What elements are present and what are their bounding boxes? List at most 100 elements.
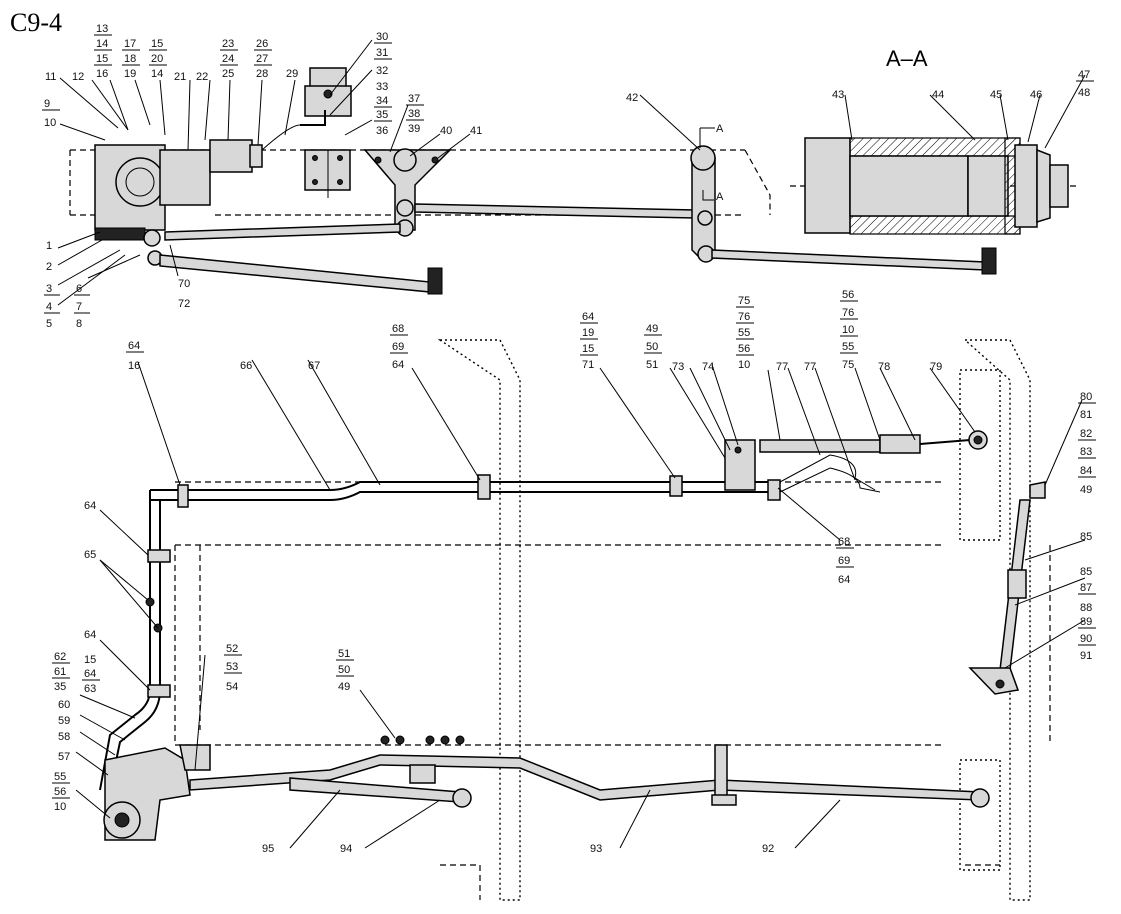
label-71: 71 xyxy=(582,359,594,371)
label-84: 84 xyxy=(1080,465,1092,477)
label-68b: 68 xyxy=(838,536,850,548)
label-45: 45 xyxy=(990,89,1002,101)
label-50b: 50 xyxy=(338,664,350,676)
label-20: 20 xyxy=(151,53,163,65)
label-25: 25 xyxy=(222,68,234,80)
return-pipe xyxy=(150,491,780,501)
label-10d: 10 xyxy=(54,801,66,813)
label-31: 31 xyxy=(376,47,388,59)
label-2: 2 xyxy=(46,261,52,273)
label-64g: 64 xyxy=(84,668,96,680)
control-valve xyxy=(159,149,211,206)
label-64c: 64 xyxy=(582,311,594,323)
label-75b: 75 xyxy=(842,359,854,371)
label-15a: 15 xyxy=(96,53,108,65)
label-4: 4 xyxy=(46,301,52,313)
label-42: 42 xyxy=(626,92,638,104)
label-58: 58 xyxy=(58,731,70,743)
label-77b: 77 xyxy=(804,361,816,373)
label-34: 34 xyxy=(376,95,388,107)
label-33: 33 xyxy=(376,81,388,93)
label-83: 83 xyxy=(1080,446,1092,458)
label-85a: 85 xyxy=(1080,531,1092,543)
label-48: 48 xyxy=(1078,87,1090,99)
label-11: 11 xyxy=(45,71,56,83)
label-49c: 49 xyxy=(338,681,350,693)
label-49b: 49 xyxy=(1080,484,1092,496)
label-77a: 77 xyxy=(776,361,788,373)
label-56c: 56 xyxy=(54,786,66,798)
label-56a: 56 xyxy=(738,343,750,355)
label-10a: 10 xyxy=(44,117,56,129)
label-39: 39 xyxy=(408,123,420,135)
label-14a: 14 xyxy=(96,38,108,50)
label-82: 82 xyxy=(1080,428,1092,440)
label-55c: 55 xyxy=(54,771,66,783)
label-26: 26 xyxy=(256,38,268,50)
label-56b: 56 xyxy=(842,289,854,301)
label-94: 94 xyxy=(340,843,352,855)
label-72: 72 xyxy=(178,298,190,310)
label-15b: 15 xyxy=(151,38,163,50)
label-46: 46 xyxy=(1030,89,1042,101)
tie-rod-upper xyxy=(159,254,431,293)
label-73: 73 xyxy=(672,361,684,373)
section-title: A–A xyxy=(886,46,928,71)
label-28: 28 xyxy=(256,68,268,80)
label-50a: 50 xyxy=(646,341,658,353)
label-32: 32 xyxy=(376,65,388,77)
label-70: 70 xyxy=(178,278,190,290)
label-52: 52 xyxy=(226,643,238,655)
label-69b: 69 xyxy=(838,555,850,567)
label-63: 63 xyxy=(84,683,96,695)
label-60: 60 xyxy=(58,699,70,711)
lower-link-rod xyxy=(711,249,986,271)
diagram-code: C9-4 xyxy=(10,8,62,37)
label-76b: 76 xyxy=(842,307,854,319)
label-76a: 76 xyxy=(738,311,750,323)
label-87: 87 xyxy=(1080,582,1092,594)
label-69a: 69 xyxy=(392,341,404,353)
label-62: 62 xyxy=(54,651,66,663)
power-cylinder-lower xyxy=(759,439,881,453)
label-18: 18 xyxy=(124,53,136,65)
label-85b: 85 xyxy=(1080,566,1092,578)
label-19b: 19 xyxy=(582,327,594,339)
leader-lines xyxy=(57,39,1086,849)
label-10c: 10 xyxy=(842,324,854,336)
label-49a: 49 xyxy=(646,323,658,335)
label-12: 12 xyxy=(72,71,84,83)
drag-link xyxy=(414,203,696,219)
section-a-a-view xyxy=(790,137,1080,235)
part-number-labels: 9 10 11 12 13 14 15 16 17 18 19 15 20 14… xyxy=(44,23,1092,855)
label-23: 23 xyxy=(222,38,234,50)
label-64b: 64 xyxy=(392,359,404,371)
label-9: 9 xyxy=(44,98,50,110)
label-65: 65 xyxy=(84,549,96,561)
label-43: 43 xyxy=(832,89,844,101)
label-35b: 35 xyxy=(54,681,66,693)
label-80: 80 xyxy=(1080,391,1092,403)
steering-link xyxy=(164,223,401,241)
label-7: 7 xyxy=(76,301,82,313)
label-6: 6 xyxy=(76,283,82,295)
label-13: 13 xyxy=(96,23,108,35)
label-75a: 75 xyxy=(738,295,750,307)
label-47: 47 xyxy=(1078,69,1090,81)
label-57: 57 xyxy=(58,751,70,763)
label-17: 17 xyxy=(124,38,136,50)
bellcrank-bracket xyxy=(363,149,452,231)
pressure-pipe xyxy=(150,481,780,491)
label-19: 19 xyxy=(124,68,136,80)
label-59: 59 xyxy=(58,715,70,727)
label-27: 27 xyxy=(256,53,268,65)
section-mark-top: A xyxy=(716,123,724,135)
label-51b: 51 xyxy=(338,648,350,660)
label-5: 5 xyxy=(46,318,52,330)
label-88: 88 xyxy=(1080,602,1092,614)
label-93: 93 xyxy=(590,843,602,855)
label-64d: 64 xyxy=(838,574,850,586)
label-92: 92 xyxy=(762,843,774,855)
